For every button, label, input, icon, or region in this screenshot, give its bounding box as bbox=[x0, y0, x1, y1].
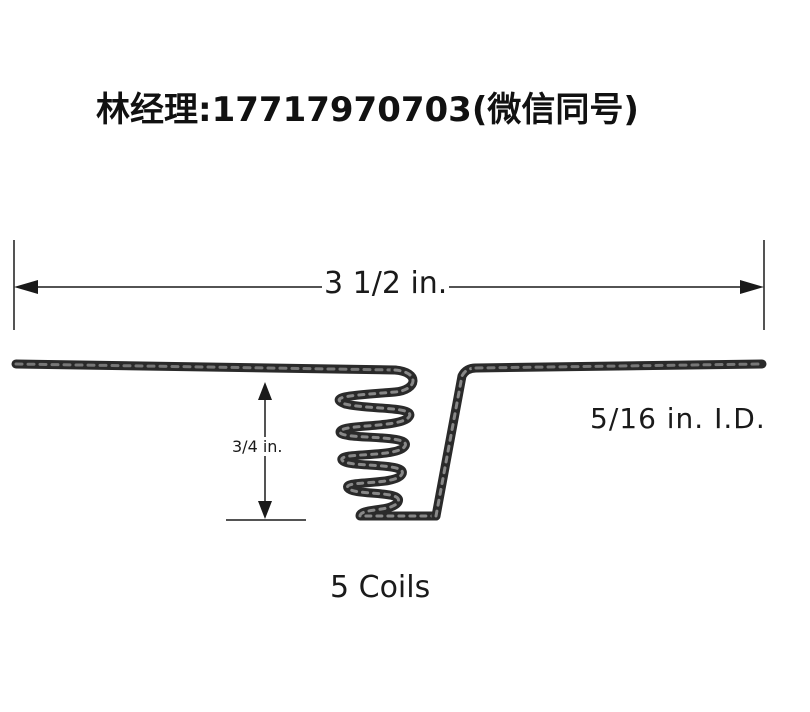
contact-header: 林经理:17717970703(微信同号) bbox=[96, 90, 639, 130]
left-arrowhead bbox=[14, 280, 38, 294]
height-label: 3/4 in. bbox=[232, 437, 283, 456]
twisted-wire bbox=[11, 359, 767, 521]
height-top-arrowhead bbox=[258, 382, 272, 400]
height-bottom-arrowhead bbox=[258, 501, 272, 519]
wire-left-leg bbox=[11, 359, 400, 375]
length-label: 3 1/2 in. bbox=[322, 266, 450, 301]
inner-diameter-label: 5/16 in. I.D. bbox=[590, 402, 766, 435]
wire-riser bbox=[431, 363, 481, 521]
right-arrowhead bbox=[740, 280, 764, 294]
coils-label: 5 Coils bbox=[330, 570, 431, 605]
